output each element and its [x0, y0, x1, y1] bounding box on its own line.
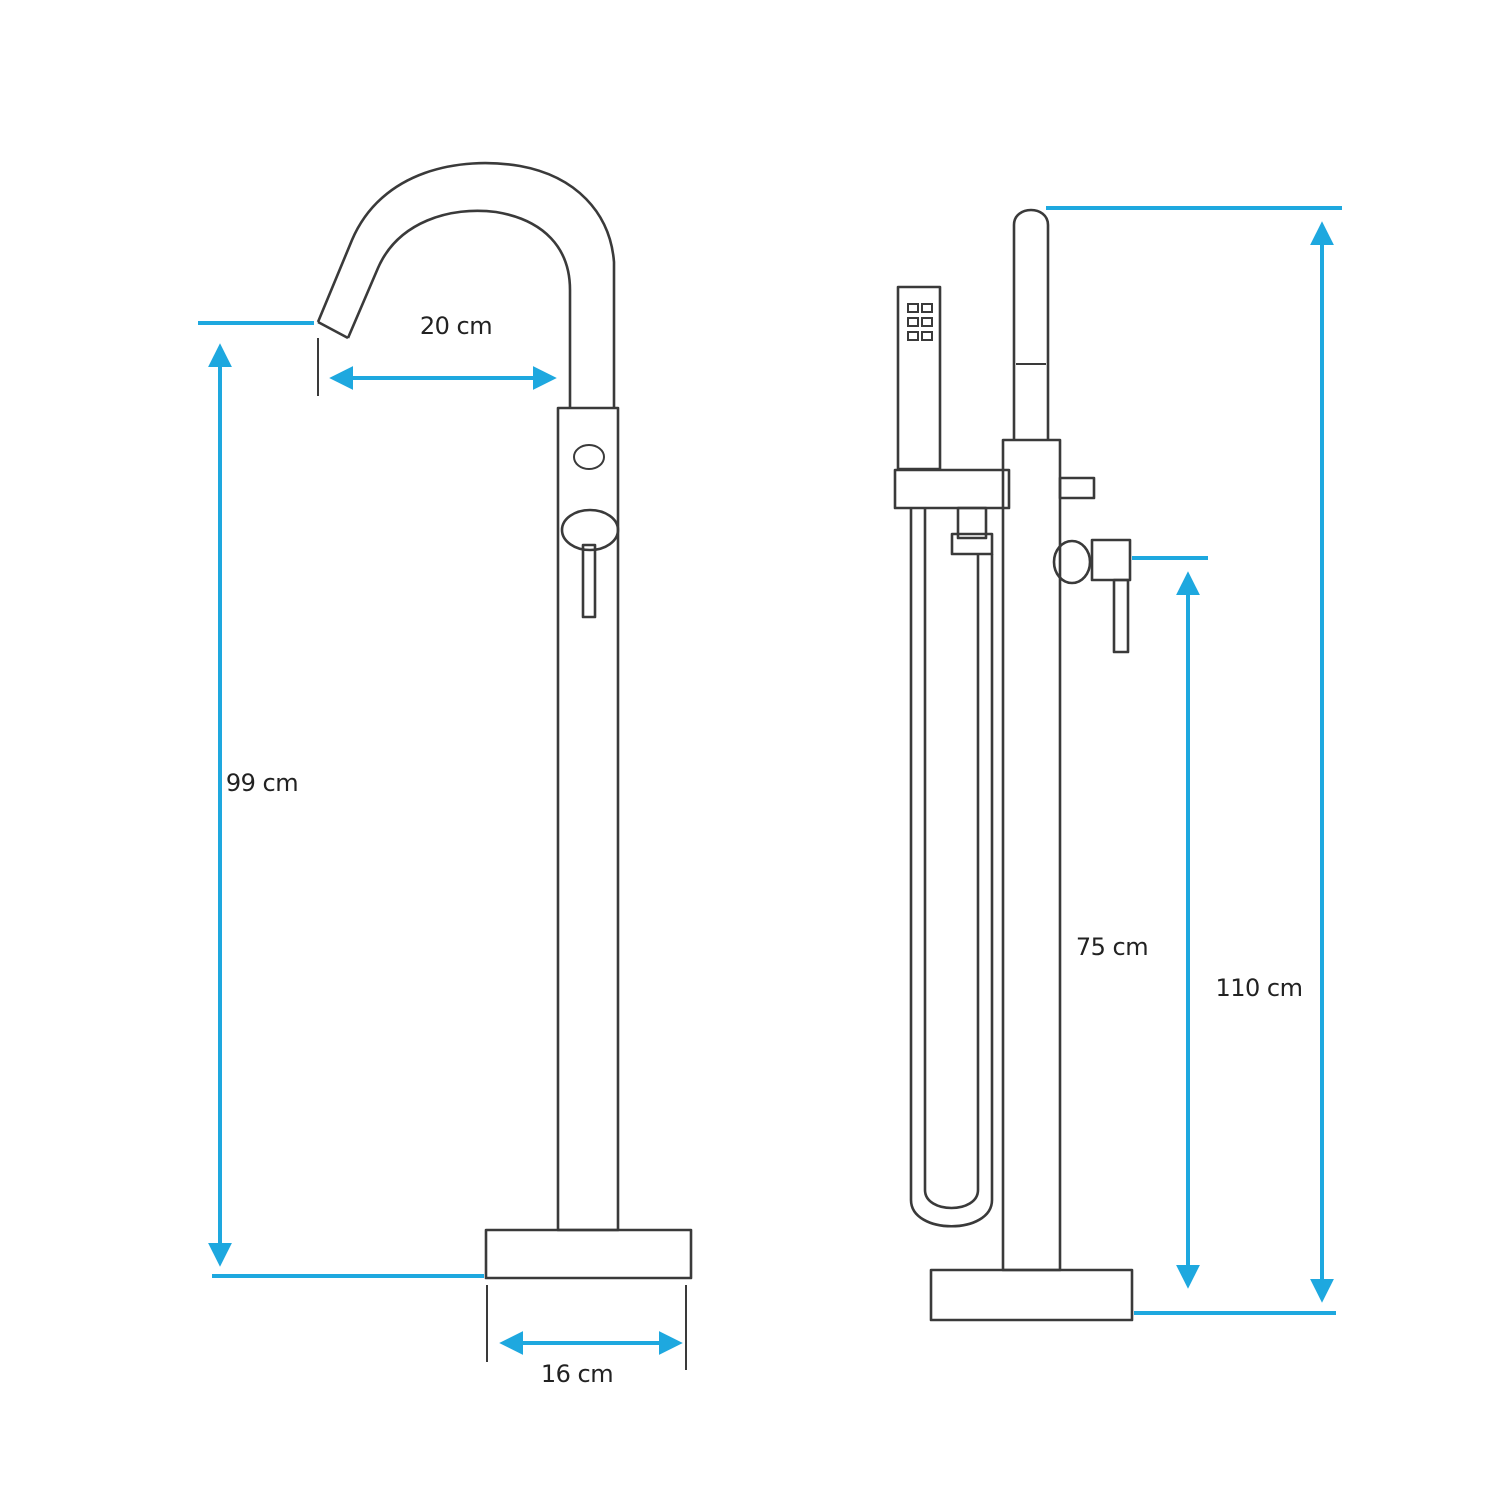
indicator-cap: [573, 444, 605, 470]
mixer-knob: [560, 508, 620, 552]
spout-outer: [316, 161, 616, 408]
hose-outer: [909, 508, 994, 1228]
base-plate: [484, 1228, 693, 1280]
faucet-column: [556, 406, 620, 1232]
left-faucet-drawing: [316, 161, 693, 1280]
shower-holder-bracket: [893, 468, 1011, 510]
spout-tip: [317, 320, 349, 340]
left-height-label: 99 cm: [226, 769, 298, 797]
hose-inner: [923, 508, 980, 1210]
right-base-plate: [929, 1268, 1134, 1322]
handle-height-label: 75 cm: [1076, 933, 1148, 961]
right-mixer-body: [1090, 538, 1132, 582]
shower-nozzle-grid: [907, 303, 933, 341]
main-column: [1001, 438, 1062, 1272]
total-height-label: 110 cm: [1215, 974, 1302, 1002]
dim-spout-reach: 20 cm: [317, 312, 557, 396]
dim-base-width: 16 cm: [486, 1285, 687, 1388]
hose-connector-nut: [950, 532, 994, 556]
hose-connector-top: [956, 506, 988, 540]
right-faucet-drawing: [893, 208, 1134, 1322]
dim-total-height: 110 cm: [1046, 206, 1342, 1315]
dim-left-height: 99 cm: [198, 321, 484, 1278]
mixer-lever: [581, 543, 597, 619]
right-mixer-lever: [1112, 578, 1130, 654]
upper-pipe: [1012, 208, 1050, 440]
right-mixer-knob: [1052, 539, 1092, 585]
dim-handle-height: 75 cm: [1076, 556, 1208, 1289]
spout-reach-label: 20 cm: [420, 312, 492, 340]
spout-inner: [346, 209, 572, 408]
hand-shower-head: [896, 285, 942, 471]
diverter-button: [1058, 476, 1096, 500]
base-width-label: 16 cm: [541, 1360, 613, 1388]
